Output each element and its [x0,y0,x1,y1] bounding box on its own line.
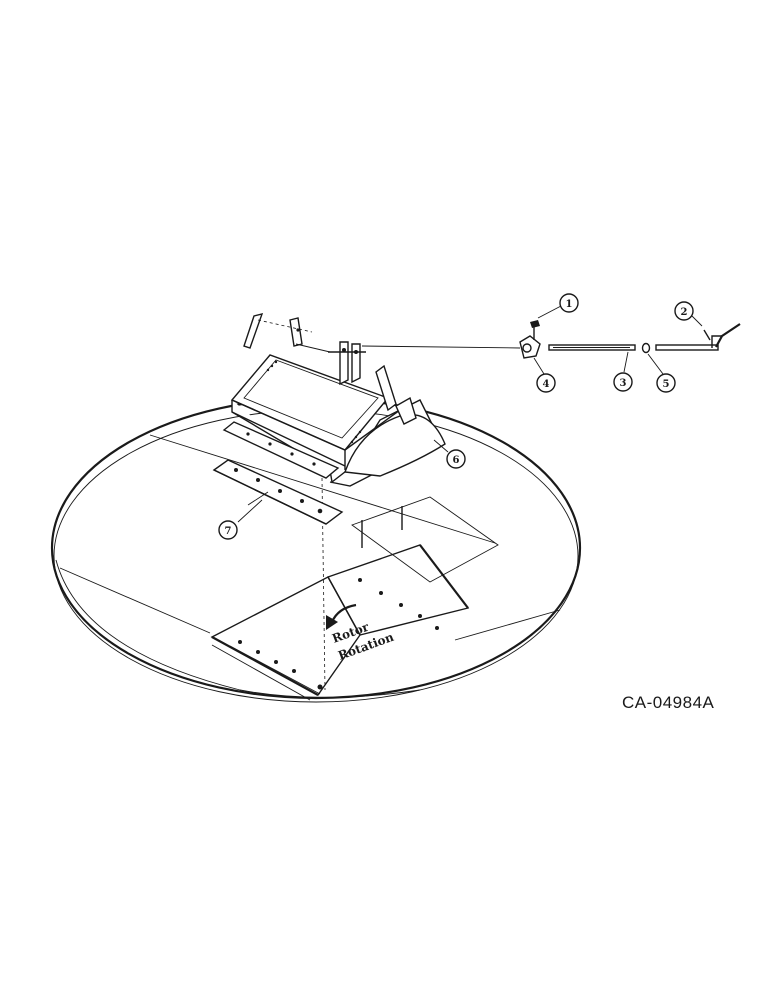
callout-7: 7 [218,520,238,540]
callout-1-label: 1 [566,299,573,310]
part-6-shield-housing [222,313,446,487]
rotor-disc [50,396,582,703]
callout-4: 4 [536,373,556,393]
rotor-rotation-indicator: Rotor Rotation [326,603,396,663]
disc-guide-lines [59,434,561,691]
linkage-connector [361,345,521,349]
part-2-crank-handle [655,323,741,351]
part-5-washer [641,342,651,354]
rotor-opening [210,496,499,701]
housing-rib-dots [266,360,362,444]
callout-4-label: 4 [543,379,550,390]
housing-flange [222,421,340,479]
callout-3: 3 [613,372,633,392]
figure-code: CA-04984A [622,693,715,712]
callout-5-label: 5 [663,379,670,390]
part-7-mounting-plate [212,459,344,525]
rotation-arrowhead-icon [326,615,338,630]
callout-leaders [237,305,703,523]
rotation-arrow-icon [330,603,357,623]
callout-2-label: 2 [681,307,688,318]
callout-6-label: 6 [453,455,460,466]
callout-7-label: 7 [225,526,232,537]
opening-bolt-holes [238,578,439,690]
part-4-clamp [519,320,541,359]
part-3-rod [548,344,636,351]
adjusting-link [243,313,331,353]
callout-6: 6 [446,449,466,469]
callout-2: 2 [674,301,694,321]
housing-brackets [328,341,417,425]
callout-3-label: 3 [620,378,627,389]
callout-1: 1 [559,293,579,313]
callout-5: 5 [656,373,676,393]
